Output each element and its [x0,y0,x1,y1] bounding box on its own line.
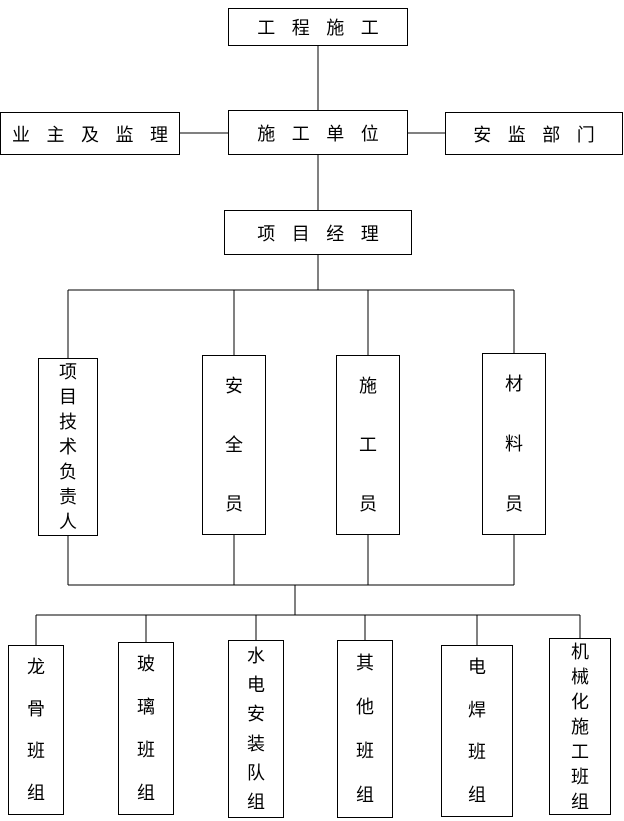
char: 装 [247,733,265,754]
char: 全 [225,434,243,455]
char: 玻 [137,654,155,675]
char: 其 [356,653,374,673]
char: 龙 [27,657,45,677]
char: 负 [59,462,77,483]
char: 班 [137,739,155,760]
char: 水 [247,645,265,666]
char: 组 [137,782,155,803]
node-safety-dept: 安 监 部 门 [445,112,623,155]
char: 料 [505,434,523,454]
char: 施 [359,375,377,396]
char: 责 [59,487,77,508]
node-tech-director: 项目技术负责人 [38,358,98,536]
node-glass-team: 玻璃班组 [118,642,174,815]
char: 机 [571,641,589,662]
char: 员 [505,494,523,514]
node-project-manager: 项 目 经 理 [224,210,412,255]
char: 化 [571,691,589,712]
char: 工 [359,434,377,455]
node-plumbing-electric-team: 水电安装队组 [228,640,284,818]
node-label: 项 目 经 理 [257,223,385,244]
char: 员 [359,494,377,515]
char: 项 [59,361,77,382]
char: 术 [59,436,77,457]
node-other-team: 其他班组 [337,640,393,818]
char: 班 [468,742,486,763]
char: 组 [571,791,589,812]
node-label: 业 主 及 监 理 [12,124,174,145]
char: 电 [468,657,486,678]
char: 安 [225,375,243,396]
node-label: 安 监 部 门 [473,124,601,145]
node-label: 施 工 单 位 [257,123,385,144]
node-label: 工 程 施 工 [257,18,385,38]
node-owner-supervision: 业 主 及 监 理 [0,112,180,155]
char: 械 [571,666,589,687]
char: 工 [571,741,589,762]
char: 他 [356,697,374,717]
char: 骨 [27,699,45,719]
char: 班 [27,741,45,761]
char: 璃 [137,697,155,718]
char: 组 [27,783,45,803]
node-safety-officer: 安全员 [202,355,266,535]
node-construction-title: 工 程 施 工 [228,8,408,46]
char: 队 [247,762,265,783]
char: 安 [247,704,265,725]
char: 组 [247,792,265,813]
char: 电 [247,674,265,695]
node-construction-unit: 施 工 单 位 [228,110,408,155]
char: 目 [59,386,77,407]
char: 员 [225,494,243,515]
char: 施 [571,716,589,737]
node-material-officer: 材料员 [482,353,546,535]
node-welding-team: 电焊班组 [441,645,513,817]
node-construction-officer: 施工员 [336,355,400,535]
char: 技 [59,411,77,432]
char: 组 [356,785,374,805]
char: 班 [356,741,374,761]
char: 人 [59,512,77,533]
node-mechanized-team: 机械化施工班组 [549,638,611,815]
char: 班 [571,766,589,787]
node-keel-team: 龙骨班组 [8,645,64,815]
char: 组 [468,784,486,805]
char: 焊 [468,699,486,720]
char: 材 [505,374,523,394]
